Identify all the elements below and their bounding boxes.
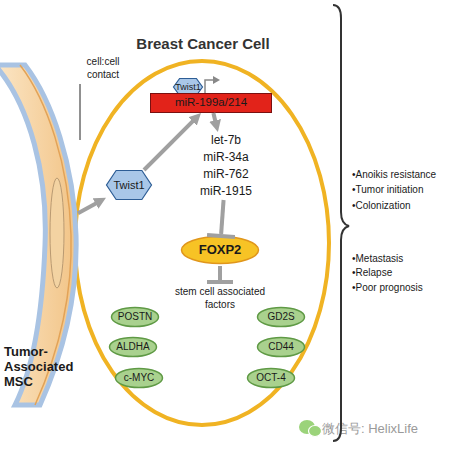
outcome-item: •Colonization bbox=[352, 200, 411, 213]
ellipse-outline bbox=[112, 308, 159, 327]
curly-brace bbox=[333, 5, 349, 441]
annotation: cell:cell contact bbox=[76, 56, 130, 81]
factor-ellipse: CD44 bbox=[256, 336, 306, 358]
node-label: miR-762 bbox=[203, 166, 248, 183]
factor-ellipse: GD2S bbox=[256, 306, 306, 328]
outcome-item: •Metastasis bbox=[352, 253, 403, 266]
watermark: 微信号: HelixLife bbox=[322, 421, 418, 437]
msc-nucleus bbox=[50, 178, 64, 288]
node-label: let-7b bbox=[211, 132, 241, 149]
wechat-icon bbox=[309, 426, 322, 437]
mirna-list: let-7bmiR-34amiR-762miR-1915 bbox=[195, 132, 257, 200]
shape-outline bbox=[74, 30, 332, 427]
outcome-item: •Relapse bbox=[352, 267, 392, 280]
node-label: CD44 bbox=[268, 341, 294, 353]
node-label: POSTN bbox=[118, 311, 152, 323]
cell-membrane bbox=[75, 61, 329, 425]
node-label: GD2S bbox=[267, 311, 294, 323]
factor-ellipse: ALDHA bbox=[108, 336, 158, 358]
node-label: Twist1 bbox=[175, 82, 201, 92]
node-label: Twist1 bbox=[113, 179, 144, 192]
factor-ellipse: c-MYC bbox=[114, 367, 164, 389]
protein-hexagon: Twist1 bbox=[106, 170, 152, 200]
outcome-item: •Anoikis resistance bbox=[352, 169, 436, 182]
outcome-item: •Poor prognosis bbox=[352, 282, 423, 295]
node-label: ALDHA bbox=[116, 341, 149, 353]
wechat-icon bbox=[299, 420, 315, 434]
node-label: Tumor-Associated MSC bbox=[4, 345, 89, 390]
ellipse-outline bbox=[116, 369, 163, 388]
msc-cell: Tumor-Associated MSC bbox=[0, 65, 78, 405]
node-label: c-MYC bbox=[124, 372, 155, 384]
node-label: miR-1915 bbox=[200, 183, 252, 200]
cell-heading: Breast Cancer Cell bbox=[74, 35, 332, 52]
hexagon-outline bbox=[107, 171, 152, 200]
node-label: OCT-4 bbox=[256, 372, 285, 384]
node-label: FOXP2 bbox=[199, 243, 242, 258]
ellipse-outline bbox=[110, 338, 157, 357]
ellipse-outline bbox=[248, 369, 295, 388]
node-label: miR-199a/214 bbox=[175, 96, 247, 109]
annotation: stem cell associated factors bbox=[174, 286, 266, 311]
ellipse-outline bbox=[258, 308, 305, 327]
factor-ellipse: FOXP2 bbox=[180, 235, 260, 265]
mirna-box: miR-199a/214 bbox=[150, 93, 272, 113]
factor-ellipse: POSTN bbox=[110, 306, 160, 328]
ellipse-outline bbox=[182, 237, 259, 264]
outcome-item: •Tumor initiation bbox=[352, 184, 424, 197]
cancer-cell: Twist1 miR-199a/214 let-7bmiR-34amiR-762mi… bbox=[74, 30, 332, 427]
leader-line bbox=[80, 84, 81, 140]
ellipse-outline bbox=[258, 338, 305, 357]
node-label: miR-34a bbox=[203, 149, 248, 166]
factor-ellipse: OCT-4 bbox=[246, 367, 296, 389]
